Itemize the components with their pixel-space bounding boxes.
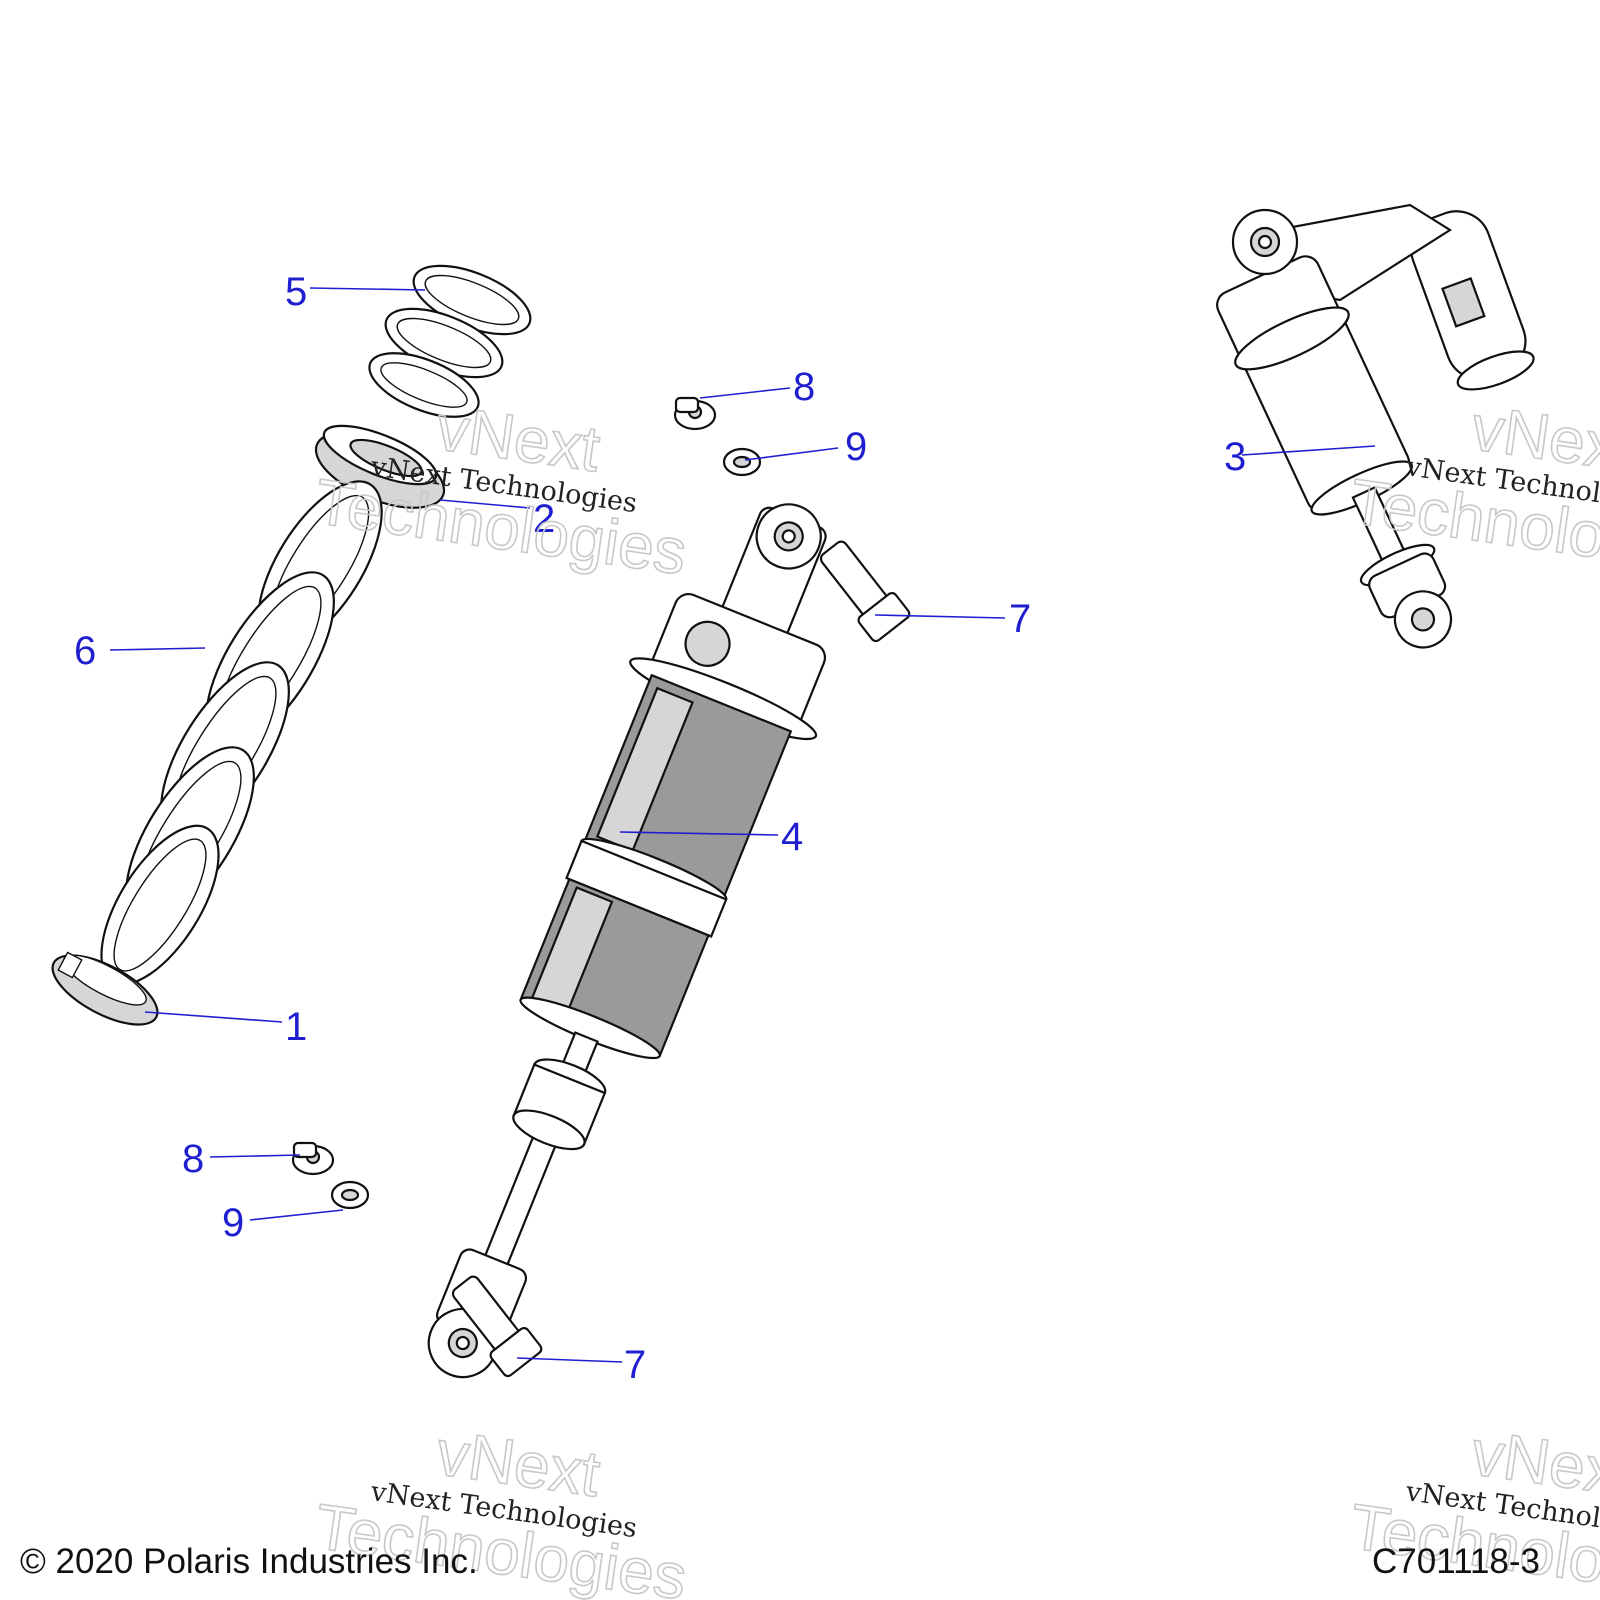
callout-8-lower: 8: [182, 1137, 204, 1181]
flange-nut: [291, 1141, 335, 1176]
spring-seat: [314, 424, 446, 509]
spring-retainer-clip: [51, 951, 159, 1026]
callout-1: 1: [285, 1005, 307, 1049]
callout-8-upper: 8: [793, 365, 815, 409]
mounting-bolt: [451, 1275, 543, 1378]
callout-2: 2: [533, 497, 555, 541]
washer: [722, 447, 762, 477]
leader-lines: [109, 287, 1376, 1363]
main-spring: [100, 480, 383, 986]
flange-nut: [673, 396, 717, 431]
shock-assembly-complete: [1216, 203, 1535, 649]
callout-3: 3: [1224, 435, 1246, 479]
callout-4: 4: [781, 815, 803, 859]
callout-9-lower: 9: [222, 1201, 244, 1245]
callout-9-upper: 9: [845, 425, 867, 469]
callout-5: 5: [285, 270, 307, 314]
figure-id: C701118-3: [1372, 1542, 1540, 1581]
copyright-notice: © 2020 Polaris Industries Inc.: [20, 1542, 478, 1581]
callout-7-upper: 7: [1009, 597, 1031, 641]
washer: [330, 1180, 370, 1210]
callout-labels: 5 2 6 1 3 4 8 9 7 7 8 9: [74, 270, 1246, 1387]
upper-spring: [368, 264, 532, 418]
callout-7-lower: 7: [624, 1343, 646, 1387]
watermark-lower-right: vNext Technologies vNext Technologies: [1345, 1415, 1600, 1600]
shock-body: [427, 503, 827, 1379]
mounting-bolt: [819, 540, 911, 643]
callout-6: 6: [74, 629, 96, 673]
